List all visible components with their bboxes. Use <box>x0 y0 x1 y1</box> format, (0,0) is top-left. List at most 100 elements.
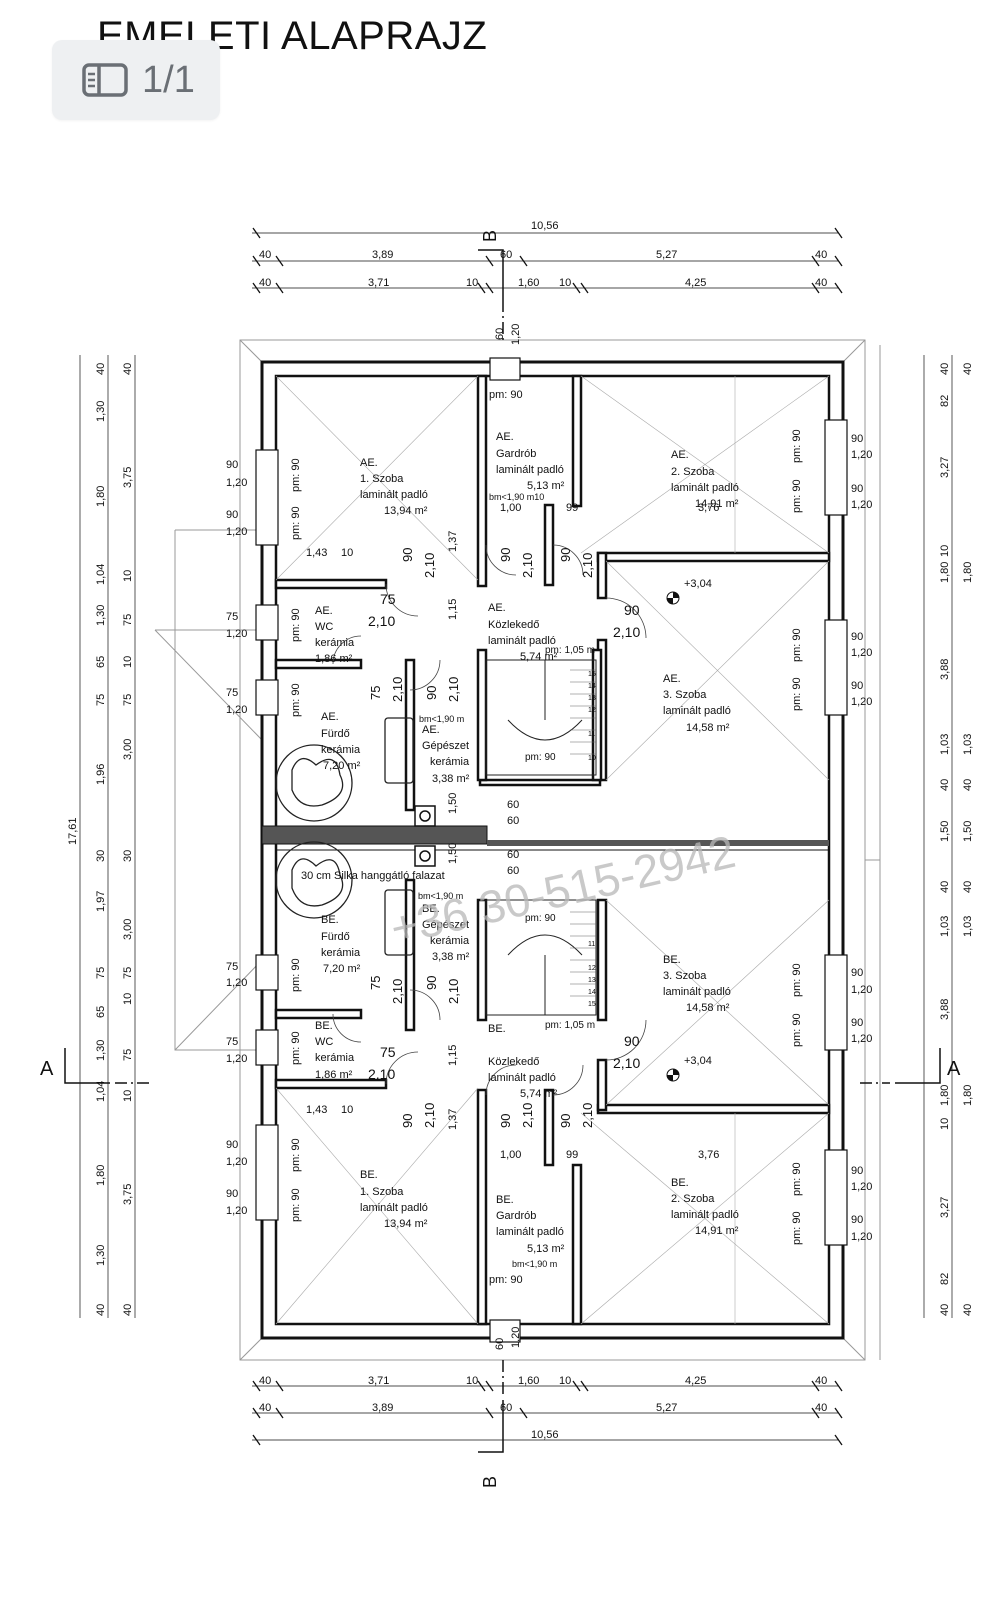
dim-text: 30 <box>122 850 134 862</box>
room-area: 14,91 m² <box>695 498 739 510</box>
parapet-note: pm: 90 <box>791 479 803 513</box>
dim-text: 1,30 <box>95 1245 107 1266</box>
room-finish: kerámia <box>321 947 361 959</box>
parapet-note: pm: 90 <box>489 1274 523 1286</box>
headroom-note: bm<1,90 m <box>418 891 463 901</box>
left-dimensions: 17,61 40 1,30 1,80 1,04 1,30 65 75 1,96 … <box>67 363 134 1316</box>
dim-text: 90 <box>226 459 238 471</box>
dim-text: 2,10 <box>613 1055 640 1071</box>
dim-text: 90 <box>424 686 439 700</box>
room-ae-wc: AE. WC kerámia 1,86 m² <box>315 605 355 665</box>
dim-text: 40 <box>122 1304 134 1316</box>
dim-text: 1,30 <box>95 605 107 626</box>
dim-text: 75 <box>226 611 238 623</box>
dim-text: 2,10 <box>390 979 405 1004</box>
dim-text: 10 <box>559 1375 571 1387</box>
page-indicator[interactable]: 1/1 <box>52 40 220 120</box>
dim-text: 1,80 <box>939 1085 951 1106</box>
dim-text: 2,10 <box>613 624 640 640</box>
room-finish: kerámia <box>430 935 470 947</box>
section-a-right: A <box>947 1058 961 1080</box>
room-code: BE. <box>360 1169 378 1181</box>
dim-text: 90 <box>498 548 513 562</box>
dim-text: 90 <box>851 1017 863 1029</box>
room-code: AE. <box>671 449 689 461</box>
dim-text: 1,20 <box>851 647 872 659</box>
dim-text: 3,27 <box>939 457 951 478</box>
stair-numbers: 15 14 13 12 11 10 11 12 13 14 15 <box>588 671 596 1008</box>
dim-text: 90 <box>851 1165 863 1177</box>
room-name: Fürdő <box>321 728 350 740</box>
dim-text: 4,25 <box>685 277 706 289</box>
room-area: 7,20 m² <box>323 963 361 975</box>
dim-text: 1,50 <box>962 821 974 842</box>
dim-text: 40 <box>939 881 951 893</box>
dim-text: 2,10 <box>422 1103 437 1128</box>
room-name: 2. Szoba <box>671 466 715 478</box>
dim-text: 1,20 <box>226 526 247 538</box>
dim-text: 90 <box>498 1114 513 1128</box>
dim-text: 40 <box>815 1375 827 1387</box>
room-finish: laminált padló <box>663 705 731 717</box>
parapet-note: pm: 90 <box>290 608 302 642</box>
dim-text: 10 <box>939 1118 951 1130</box>
dim-text: 3,76 <box>698 502 719 514</box>
room-area: 3,38 m² <box>432 773 470 785</box>
right-dimensions: 40 82 3,27 10 1,80 3,88 1,03 40 1,50 40 … <box>939 363 974 1316</box>
dim-text: 2,10 <box>422 553 437 578</box>
dim-text: 1,80 <box>95 486 107 507</box>
dim-text: 3,71 <box>368 277 389 289</box>
stair-step-number: 11 <box>588 941 595 948</box>
room-code: AE. <box>422 724 440 736</box>
section-b-bottom: B <box>480 1476 500 1488</box>
room-code: BE. <box>496 1194 514 1206</box>
dim-text: 40 <box>259 277 271 289</box>
room-finish: laminált padló <box>663 986 731 998</box>
room-code: BE. <box>488 1023 506 1035</box>
room-finish: laminált padló <box>488 635 556 647</box>
top-dimensions: 10,56 40 3,89 60 5,27 40 40 3,71 10 1,60… <box>259 220 827 289</box>
dim-text: 1,00 <box>500 502 521 514</box>
dim-text: 75 <box>368 686 383 700</box>
dim-text: 3,89 <box>372 1402 393 1414</box>
room-area: 1,86 m² <box>315 653 353 665</box>
door-dimensions: 1,43 10 75 2,10 90 2,10 1,00 99 3,76 60 … <box>306 324 719 1350</box>
dim-text: 1,04 <box>95 1081 107 1102</box>
room-finish: laminált padló <box>488 1072 556 1084</box>
dim-text: 65 <box>95 656 107 668</box>
dim-text: 2,10 <box>520 1103 535 1128</box>
room-name: Gépészet <box>422 740 469 752</box>
room-finish: kerámia <box>430 756 470 768</box>
dim-text: 3,71 <box>368 1375 389 1387</box>
room-be-kozlekedo: BE. Közlekedő laminált padló 5,74 m² <box>488 1023 558 1100</box>
parapet-note: pm: 90 <box>791 628 803 662</box>
party-wall-label: 30 cm Silka hanggátló falazat <box>301 870 445 882</box>
section-a-left: A <box>40 1058 54 1080</box>
room-code: BE. <box>315 1020 333 1032</box>
room-finish: kerámia <box>315 637 355 649</box>
dim-text: 10 <box>122 656 134 668</box>
dim-text: 1,20 <box>851 1181 872 1193</box>
dim-text: 2,10 <box>368 613 395 629</box>
dim-text: 1,30 <box>95 1040 107 1061</box>
room-code: AE. <box>360 457 378 469</box>
dim-text: 1,20 <box>226 977 247 989</box>
parapet-note: pm: 90 <box>290 506 302 540</box>
dim-bottom-total: 10,56 <box>531 1429 559 1441</box>
parapet-note: pm: 90 <box>791 677 803 711</box>
dim-text: 3,75 <box>122 1184 134 1205</box>
dim-text: 1,15 <box>447 1045 459 1066</box>
service-shafts <box>414 805 436 867</box>
dim-text: 90 <box>400 1114 415 1128</box>
dim-text: 2,10 <box>368 1066 395 1082</box>
room-name: 2. Szoba <box>671 1193 715 1205</box>
dim-text: 1,20 <box>851 984 872 996</box>
stair-step-number: 15 <box>588 1001 596 1008</box>
parapet-note: pm: 90 <box>525 752 556 763</box>
roof-outline <box>154 339 881 1361</box>
interior-walls-ae <box>274 374 831 812</box>
dim-text: 75 <box>380 591 396 607</box>
dim-text: 3,88 <box>939 999 951 1020</box>
room-finish: kerámia <box>321 744 361 756</box>
dim-text: 2,10 <box>446 979 461 1004</box>
